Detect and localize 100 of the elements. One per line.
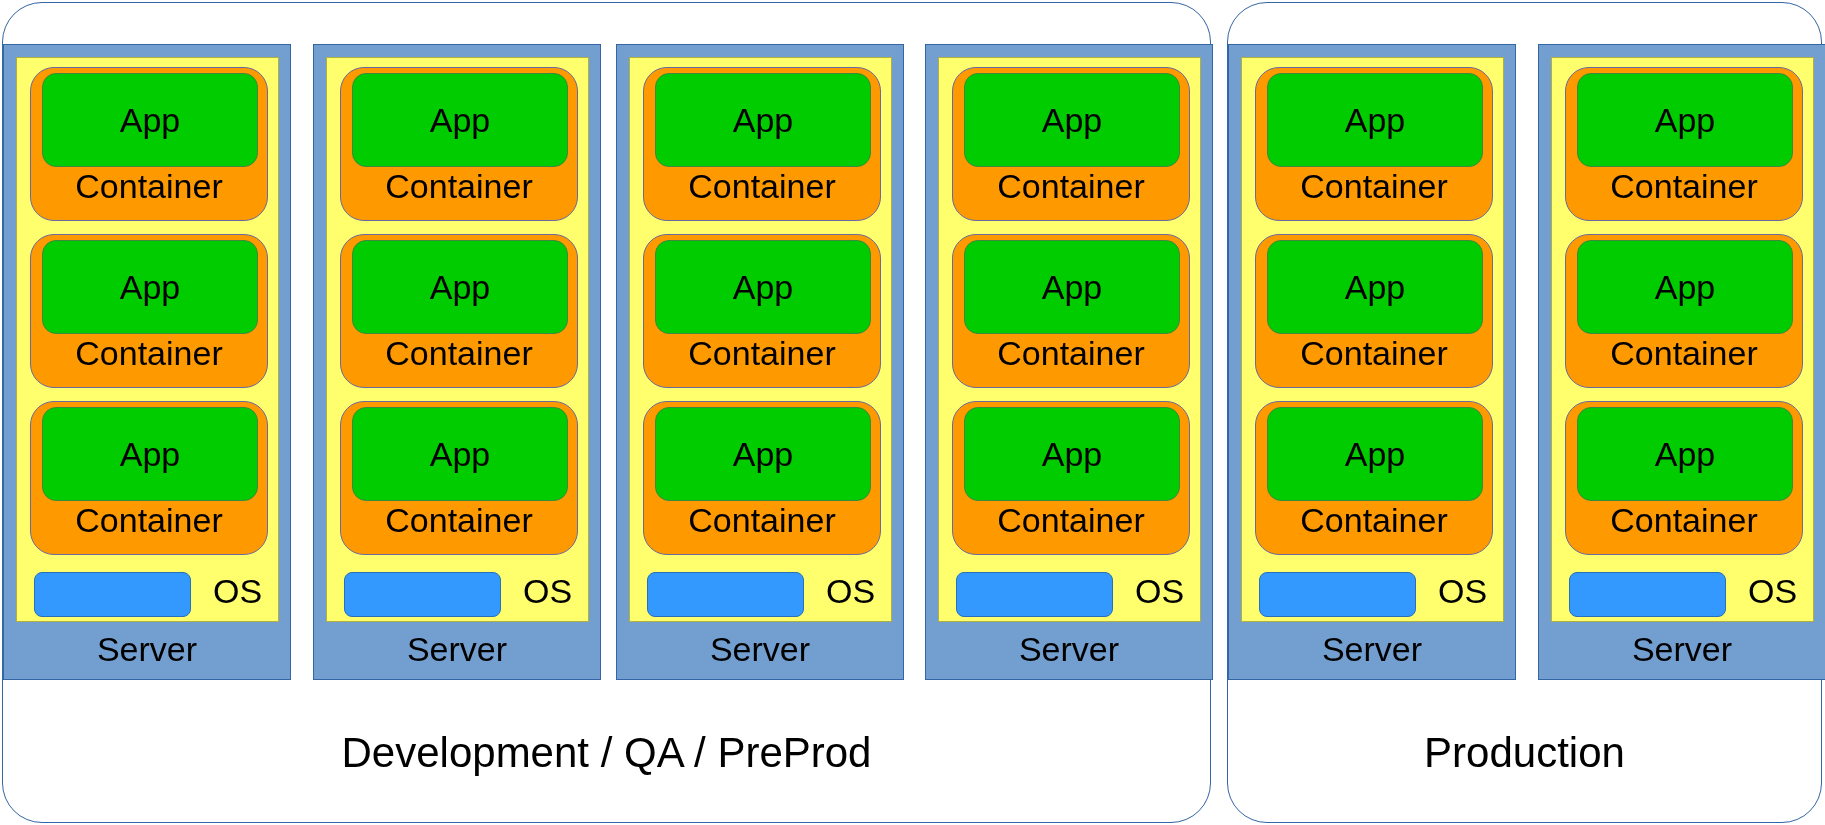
server-box (3, 44, 291, 680)
os-label: OS (521, 571, 574, 611)
container-box (1565, 67, 1803, 221)
server-label: Server (1631, 629, 1733, 669)
empty-box (647, 572, 804, 617)
app-box (352, 73, 568, 167)
container-label: Container (75, 166, 223, 206)
container-box (340, 401, 578, 555)
environment-panel (2, 2, 1211, 823)
container-label: Container (1300, 166, 1448, 206)
container-label: Container (997, 333, 1145, 373)
server-box (925, 44, 1213, 680)
app-label: App (119, 267, 181, 307)
container-label: Container (1300, 500, 1448, 540)
server-label: Server (96, 629, 198, 669)
empty-box (344, 572, 501, 617)
os-label: OS (1436, 571, 1489, 611)
container-label: Container (688, 166, 836, 206)
app-label: App (1041, 100, 1103, 140)
container-box (340, 67, 578, 221)
app-label: App (119, 434, 181, 474)
container-label: Container (385, 333, 533, 373)
app-box (1577, 73, 1793, 167)
app-box (1577, 240, 1793, 334)
app-label: App (1344, 100, 1406, 140)
os-panel (1241, 57, 1504, 622)
empty-box (1569, 572, 1726, 617)
container-label: Container (688, 500, 836, 540)
app-label: App (429, 100, 491, 140)
app-box (42, 73, 258, 167)
os-label: OS (1746, 571, 1799, 611)
container-label: Container (75, 500, 223, 540)
container-label: Container (385, 166, 533, 206)
container-label: Container (1610, 333, 1758, 373)
os-panel (938, 57, 1201, 622)
container-box (1565, 234, 1803, 388)
container-label: Container (997, 166, 1145, 206)
empty-box (34, 572, 191, 617)
app-box (352, 407, 568, 501)
app-box (42, 240, 258, 334)
container-box (340, 234, 578, 388)
server-label: Server (1018, 629, 1120, 669)
app-label: App (732, 267, 794, 307)
app-box (964, 240, 1180, 334)
container-label: Container (1610, 166, 1758, 206)
container-box (643, 401, 881, 555)
empty-box (1259, 572, 1416, 617)
app-label: App (1041, 434, 1103, 474)
container-box (30, 67, 268, 221)
environment-label: Development / QA / PreProd (341, 729, 872, 777)
server-label: Server (709, 629, 811, 669)
container-box (643, 234, 881, 388)
server-box (1228, 44, 1516, 680)
app-label: App (1344, 434, 1406, 474)
container-box (30, 234, 268, 388)
environment-label: Production (1424, 729, 1625, 777)
app-label: App (1654, 267, 1716, 307)
app-label: App (1654, 434, 1716, 474)
server-box (313, 44, 601, 680)
server-label: Server (1321, 629, 1423, 669)
app-label: App (119, 100, 181, 140)
app-box (964, 407, 1180, 501)
container-box (952, 234, 1190, 388)
app-box (964, 73, 1180, 167)
os-label: OS (824, 571, 877, 611)
container-box (1255, 401, 1493, 555)
app-label: App (429, 267, 491, 307)
app-box (352, 240, 568, 334)
app-label: App (732, 434, 794, 474)
container-box (30, 401, 268, 555)
container-label: Container (997, 500, 1145, 540)
container-box (1255, 234, 1493, 388)
empty-box (956, 572, 1113, 617)
os-label: OS (211, 571, 264, 611)
app-label: App (429, 434, 491, 474)
container-label: Container (75, 333, 223, 373)
server-box (616, 44, 904, 680)
app-box (42, 407, 258, 501)
app-box (655, 73, 871, 167)
os-label: OS (1133, 571, 1186, 611)
app-label: App (1344, 267, 1406, 307)
container-box (643, 67, 881, 221)
container-box (1565, 401, 1803, 555)
container-label: Container (385, 500, 533, 540)
app-box (1267, 240, 1483, 334)
app-label: App (732, 100, 794, 140)
app-label: App (1041, 267, 1103, 307)
os-panel (629, 57, 892, 622)
app-box (655, 240, 871, 334)
container-box (952, 67, 1190, 221)
container-box (1255, 67, 1493, 221)
server-box (1538, 44, 1825, 680)
app-box (655, 407, 871, 501)
app-box (1577, 407, 1793, 501)
container-label: Container (688, 333, 836, 373)
app-box (1267, 73, 1483, 167)
os-panel (326, 57, 589, 622)
os-panel (16, 57, 279, 622)
environment-panel (1227, 2, 1822, 823)
container-box (952, 401, 1190, 555)
